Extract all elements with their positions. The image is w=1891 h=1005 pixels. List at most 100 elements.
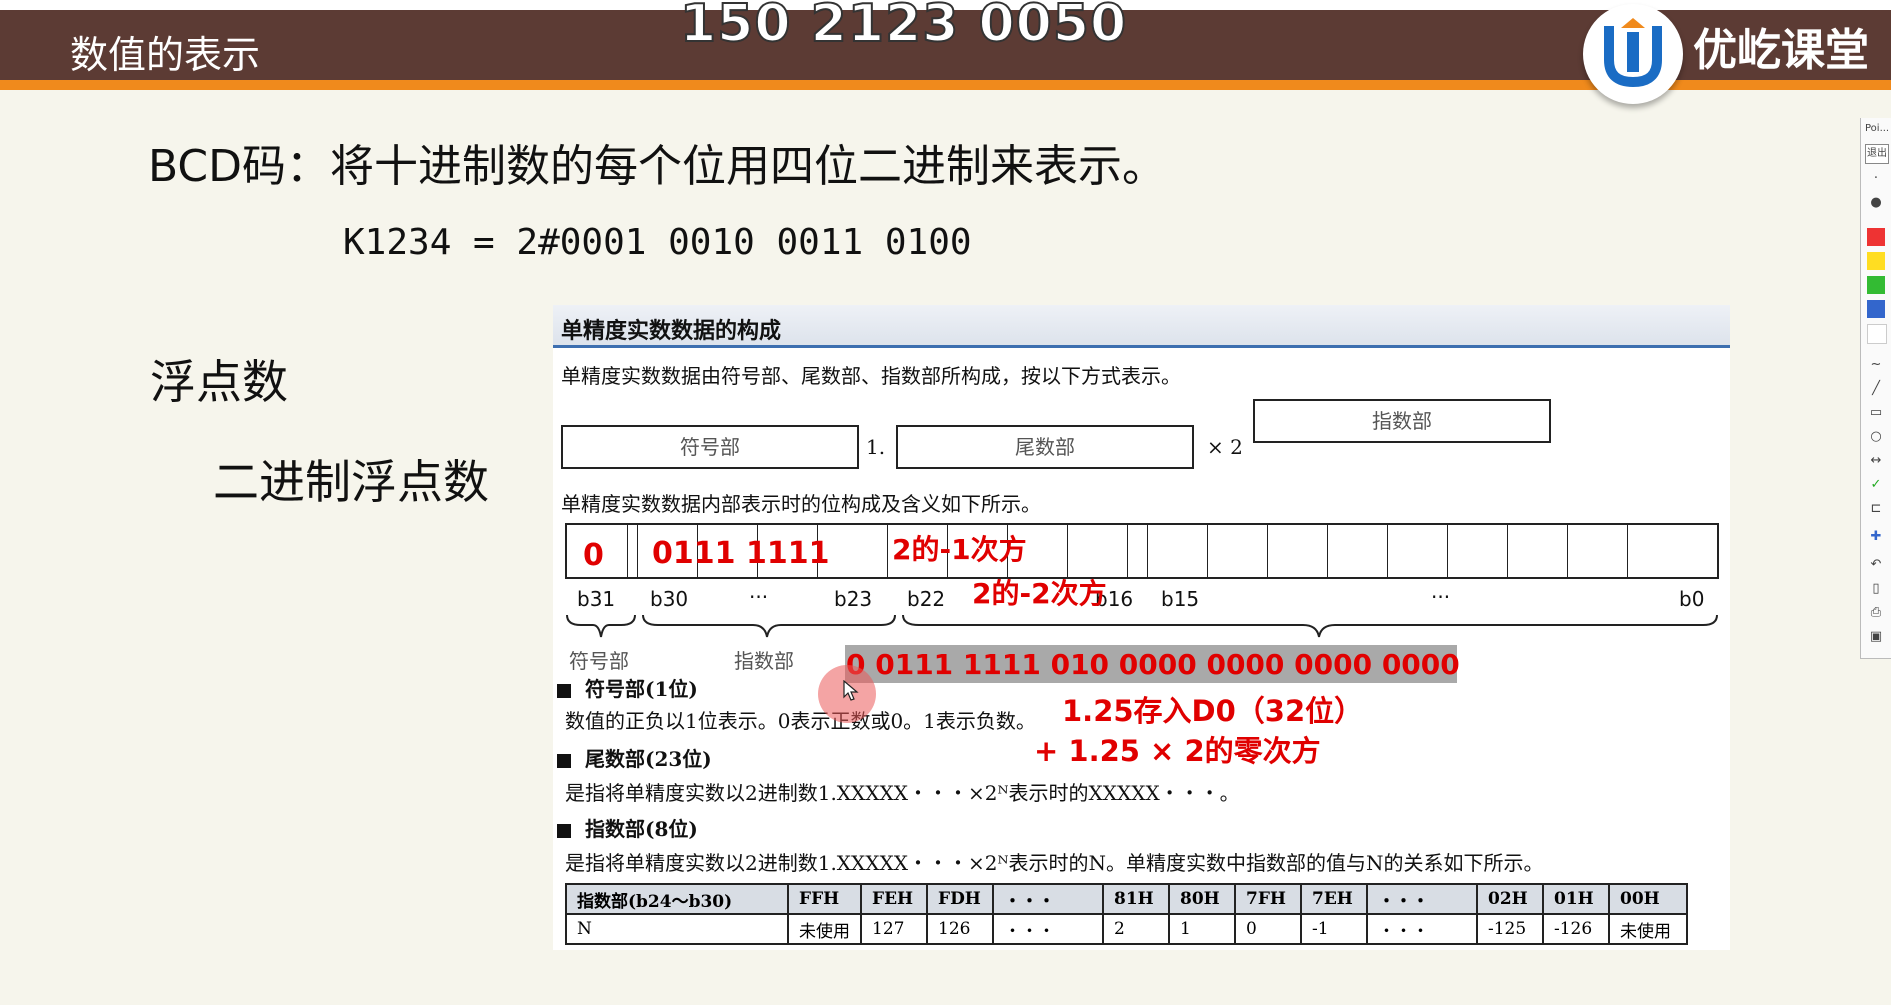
- annotation-power-minus-two: 2的-2次方: [972, 577, 1107, 610]
- bit-layout-row: [565, 523, 1719, 579]
- panel-title: 单精度实数数据的构成: [561, 319, 782, 344]
- white-color-swatch[interactable]: [1867, 324, 1887, 344]
- table-cell: -126: [1542, 913, 1610, 945]
- mouse-pointer-icon: [843, 680, 859, 701]
- print-icon[interactable]: ⎙: [1870, 605, 1882, 620]
- brace-lines: [566, 614, 1718, 638]
- binary-float-heading: 二进制浮点数: [213, 455, 489, 509]
- table-cell: 0: [1234, 913, 1302, 945]
- pen-icon[interactable]: ●: [1870, 195, 1882, 210]
- annotation-full-binary: 0 0111 1111 010 0000 0000 0000 0000: [846, 648, 1460, 681]
- table-cell: 80H: [1168, 883, 1236, 915]
- bit-label-b23: b23: [834, 587, 873, 611]
- sign-heading-text: 符号部(1位): [585, 677, 698, 701]
- header-accent-stripe: [0, 80, 1891, 90]
- bit-cell: [1007, 525, 1008, 577]
- pointer-dot-icon[interactable]: ·: [1873, 171, 1879, 186]
- bit-label-dots: ···: [1431, 585, 1451, 609]
- exit-button[interactable]: 退出: [1865, 144, 1889, 164]
- bit-label-b22: b22: [907, 587, 946, 611]
- bcd-definition: BCD码：将十进制数的每个位用四位二进制来表示。: [148, 141, 1167, 192]
- slide-title: 数值的表示: [70, 33, 261, 77]
- bit-cell: [1147, 525, 1148, 577]
- table-cell: 7FH: [1234, 883, 1302, 915]
- brand-name: 优屹课堂: [1693, 25, 1869, 76]
- bit-cell: [1447, 525, 1448, 577]
- bullet-square-icon: [557, 823, 571, 838]
- table-cell: 未使用: [787, 913, 862, 945]
- panel-title-bar: 单精度实数数据的构成: [553, 305, 1730, 348]
- bit-cell: [817, 525, 818, 577]
- brace-label-exponent: 指数部: [734, 649, 794, 673]
- bit-cell: [757, 525, 758, 577]
- red-color-swatch[interactable]: [1867, 228, 1885, 246]
- table-cell: 7EH: [1300, 883, 1368, 915]
- table-cell: 81H: [1102, 883, 1170, 915]
- blue-color-swatch[interactable]: [1867, 300, 1885, 318]
- bit-cell: [1067, 525, 1068, 577]
- check-icon[interactable]: ✓: [1870, 477, 1882, 492]
- arrow-icon[interactable]: ↔: [1870, 453, 1882, 468]
- bit-cell: [1207, 525, 1208, 577]
- sign-box: 符号部: [561, 425, 859, 469]
- brace-label-sign: 符号部: [569, 649, 629, 673]
- table-cell: -1: [1300, 913, 1368, 945]
- yellow-color-swatch[interactable]: [1867, 252, 1885, 270]
- bit-cell: [1387, 525, 1388, 577]
- page-icon[interactable]: ▯: [1872, 581, 1880, 596]
- exponent-table: 指数部(b24～b30) FFH FEH FDH ・・・ 81H 80H 7FH…: [565, 883, 1688, 945]
- manual-panel: 单精度实数数据的构成 单精度实数数据由符号部、尾数部、指数部所构成，按以下方式表…: [553, 305, 1730, 950]
- one-dot-label: 1.: [866, 435, 886, 459]
- table-cell: ・・・: [992, 883, 1104, 915]
- header-bar: 数值的表示 150 2123 0050 优屹课堂: [0, 0, 1891, 104]
- table-cell: N: [565, 913, 789, 945]
- bit-cell: [1627, 525, 1628, 577]
- annotation-times-two-zero: + 1.25 × 2的零次方: [1034, 734, 1321, 768]
- table-cell: -125: [1476, 913, 1544, 945]
- ellipse-icon[interactable]: ○: [1870, 429, 1882, 444]
- table-cell: FEH: [860, 883, 928, 915]
- bits-description: 单精度实数数据内部表示时的位构成及含义如下所示。: [561, 492, 1041, 516]
- table-cell: 1: [1168, 913, 1236, 945]
- table-cell: ・・・: [1366, 913, 1478, 945]
- sign-heading: 符号部(1位): [557, 673, 698, 702]
- mantissa-heading-text: 尾数部(23位): [585, 747, 712, 771]
- rectangle-icon[interactable]: ▭: [1869, 405, 1883, 420]
- bit-cell: [1267, 525, 1268, 577]
- crop-icon[interactable]: ⊏: [1870, 501, 1882, 516]
- bit-label-b31: b31: [577, 587, 616, 611]
- bit-cell: [1507, 525, 1508, 577]
- annotation-highlight: [845, 645, 1457, 683]
- annotation-exponent-bits: 0111 1111: [652, 536, 830, 571]
- bit-cell: [1127, 525, 1128, 577]
- table-cell: ・・・: [1366, 883, 1478, 915]
- bit-cell: [1327, 525, 1328, 577]
- table-cell: 01H: [1542, 883, 1610, 915]
- mantissa-description: 是指将单精度实数以2进制数1.XXXXX・・・×2ᴺ表示时的XXXXX・・・。: [565, 781, 1240, 805]
- save-icon[interactable]: ▣: [1869, 629, 1883, 644]
- panel-intro: 单精度实数数据由符号部、尾数部、指数部所构成，按以下方式表示。: [561, 364, 1181, 388]
- table-cell: 00H: [1608, 883, 1688, 915]
- header-top-edge: [0, 0, 1891, 10]
- add-icon[interactable]: ✚: [1870, 529, 1882, 544]
- bit-label-b0: b0: [1679, 587, 1705, 611]
- bit-label-b15: b15: [1161, 587, 1200, 611]
- table-cell: 指数部(b24～b30): [565, 883, 789, 915]
- brand-logo-icon: [1604, 18, 1662, 88]
- bit-cell: [637, 525, 638, 577]
- bullet-square-icon: [557, 683, 571, 698]
- table-cell: ・・・: [992, 913, 1104, 945]
- bit-cell: [627, 525, 628, 577]
- freehand-icon[interactable]: ~: [1870, 357, 1882, 372]
- table-cell: 126: [926, 913, 994, 945]
- table-cell: FFH: [787, 883, 862, 915]
- table-cell: 02H: [1476, 883, 1544, 915]
- green-color-swatch[interactable]: [1867, 276, 1885, 294]
- undo-icon[interactable]: ↶: [1870, 557, 1882, 572]
- line-icon[interactable]: ╱: [1872, 381, 1880, 396]
- annotation-store-d0: 1.25存入D0（32位）: [1062, 694, 1364, 728]
- annotation-power-minus-one: 2的-1次方: [892, 533, 1027, 566]
- bullet-square-icon: [557, 753, 571, 768]
- toolbar-label: Poi...: [1865, 123, 1890, 134]
- table-cell: 127: [860, 913, 928, 945]
